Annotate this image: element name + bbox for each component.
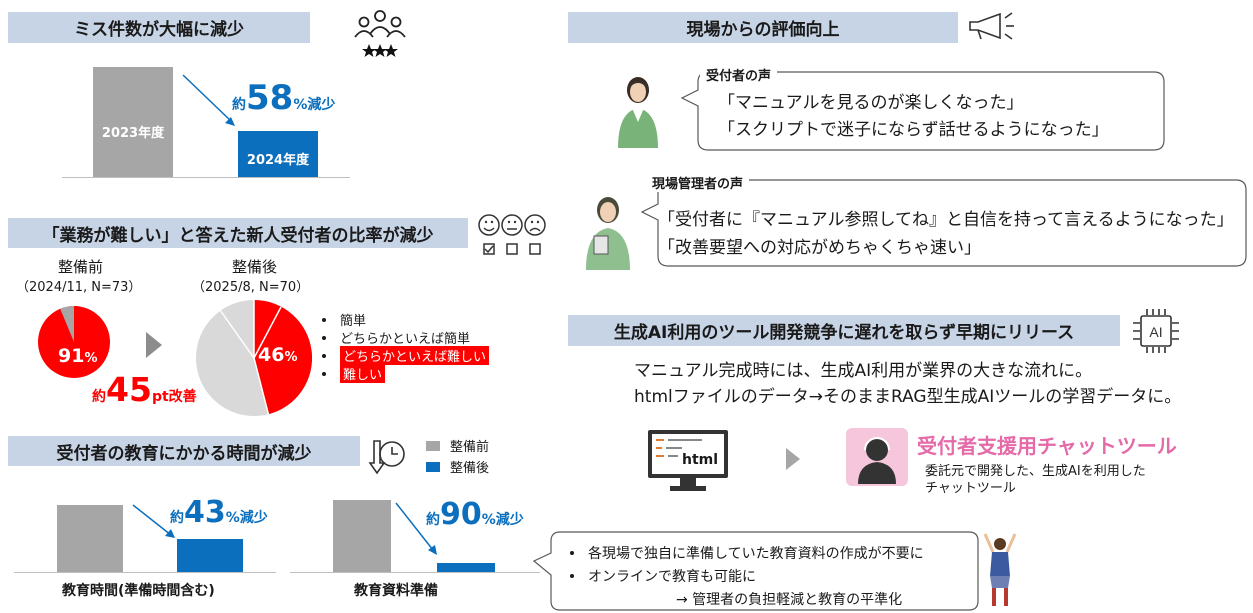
improvement-rate: 約45pt改善	[92, 370, 197, 409]
voice1-line-2: 「スクリプトで迷子にならず話せるようになった」	[718, 120, 1109, 140]
section-title: 生成AI利用のツール開発競争に遅れを取らず早期にリリース	[613, 323, 1075, 343]
chart1-label: 教育時間(準備時間含む)	[62, 583, 215, 599]
pie-before-pct: 91%	[58, 345, 98, 367]
monitor-html-text: html	[680, 452, 721, 468]
section-header-difficulty: 「業務が難しい」と答えた新人受付者の比率が減少	[8, 218, 468, 248]
voice2-label: 現場管理者の声	[646, 173, 750, 192]
pie-before	[38, 306, 110, 378]
bar-2024	[238, 131, 318, 177]
education-bullet-1: 各現場で独自に準備していた教育資料の作成が不要に	[570, 543, 924, 563]
ai-line-1: マニュアル完成時には、生成AI利用が業界の大きな流れに。	[634, 361, 1093, 381]
people-rating-icon	[354, 10, 406, 57]
decrease-arrow	[182, 74, 235, 126]
bar-2023	[93, 67, 173, 177]
education-bullet-2: オンラインで教育も可能に	[570, 566, 756, 586]
section-title: ミス件数が大幅に減少	[74, 20, 244, 40]
legend-difficult: 難しい	[322, 364, 386, 383]
play-arrow-icon	[786, 448, 800, 470]
chart2-label: 教育資料準備	[354, 583, 438, 599]
bar-2023-label: 2023年度	[101, 126, 165, 141]
play-arrow-icon	[146, 332, 162, 358]
speech-bubble-operator	[680, 71, 1165, 151]
legend-after: 整備後	[426, 457, 489, 476]
tool-desc-1: 委託元で開発した、生成AIを利用した	[925, 464, 1146, 479]
education-conclusion: → 管理者の負担軽減と教育の平準化	[676, 592, 903, 608]
cheering-person-icon	[983, 533, 1017, 606]
material-prep-reduction: 約90%減少	[426, 497, 524, 532]
section-header-ai-release: 生成AI利用のツール開発競争に遅れを取らず早期にリリース	[568, 315, 1120, 346]
before-label: 整備前	[58, 258, 104, 276]
voice2-line-2: 「改善要望への対応がめちゃくちゃ速い」	[658, 238, 981, 258]
legend-somewhat-easy: どちらかといえば簡単	[322, 328, 470, 347]
section-header-mistakes: ミス件数が大幅に減少	[8, 12, 310, 43]
pie-after-pct: 46%	[258, 344, 298, 366]
axis-line	[290, 572, 540, 573]
decrease-arrow	[395, 502, 437, 555]
section-title: 受付者の教育にかかる時間が減少	[56, 443, 312, 464]
axis-line	[62, 177, 350, 178]
tool-desc-2: チャットツール	[925, 481, 1016, 496]
svg-text:AI: AI	[1149, 324, 1162, 340]
voice1-label: 受付者の声	[700, 65, 778, 84]
pie-after	[196, 300, 312, 416]
section-header-training: 受付者の教育にかかる時間が減少	[8, 436, 360, 466]
training-time-reduction: 約43%減少	[170, 495, 268, 530]
pie-after-slice-difficult	[254, 300, 312, 415]
material-prep-after-bar	[437, 563, 495, 572]
operator-avatar	[618, 77, 658, 148]
before-sub: （2024/11, N=73）	[16, 280, 142, 295]
section-header-evaluation: 現場からの評価向上	[568, 12, 958, 43]
section-title: 現場からの評価向上	[686, 20, 840, 40]
after-sub: （2025/8, N=70）	[192, 280, 310, 295]
ai-line-2: htmlファイルのデータ→そのままRAG型生成AIツールの学習データに。	[634, 387, 1182, 407]
section-title: 「業務が難しい」と答えた新人受付者の比率が減少	[42, 225, 434, 246]
megaphone-icon	[969, 12, 1014, 40]
training-time-before-bar	[57, 505, 123, 572]
material-prep-before-bar	[333, 500, 391, 572]
chat-support-icon	[846, 428, 908, 486]
time-reduction-icon	[368, 440, 405, 475]
manager-avatar	[586, 197, 630, 270]
tool-title: 受付者支援用チャットツール	[917, 434, 1177, 458]
legend-before: 整備前	[426, 436, 489, 455]
mistake-reduction-rate: 約58%減少	[232, 78, 336, 118]
decrease-arrow	[132, 504, 175, 538]
legend-easy: 簡単	[322, 310, 366, 329]
after-label: 整備後	[232, 258, 278, 276]
training-time-after-bar	[177, 539, 243, 572]
survey-faces-icon	[478, 214, 546, 255]
legend-somewhat-difficult: どちらかといえば難しい	[322, 346, 490, 365]
pie-before-slice-easy	[60, 306, 74, 342]
bar-2024-label: 2024年度	[246, 153, 310, 168]
speech-bubble-education	[532, 531, 979, 611]
ai-chip-icon: AI	[1133, 309, 1179, 353]
voice2-line-1: 「受付者に『マニュアル参照してね』と自信を持って言えるようになった」	[658, 210, 1234, 230]
axis-line	[14, 572, 276, 573]
voice1-line-1: 「マニュアルを見るのが楽しくなった」	[718, 93, 1024, 113]
